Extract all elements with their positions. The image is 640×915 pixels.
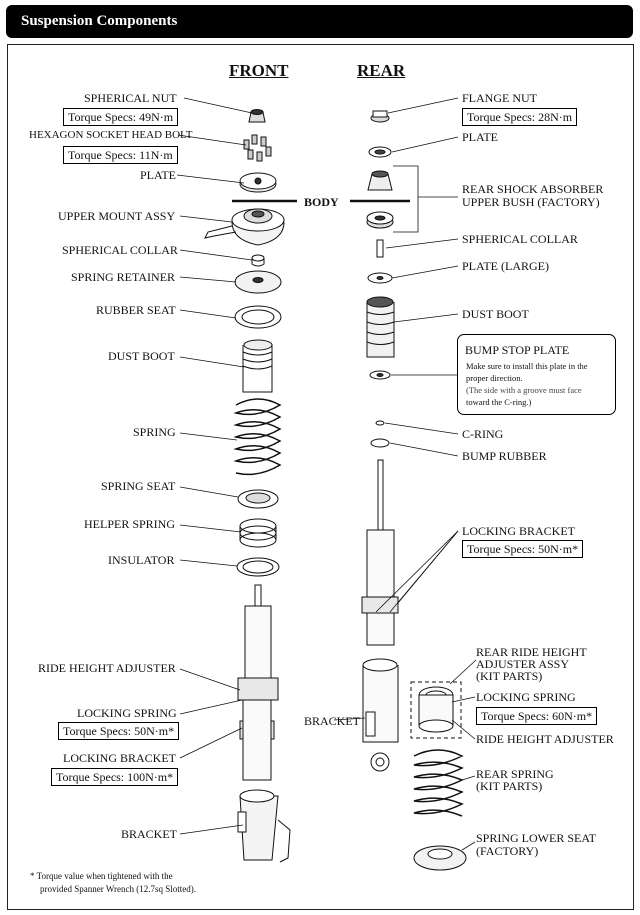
rear-dust-boot-part [366, 296, 395, 358]
flange-nut-part [370, 110, 390, 123]
c-ring-part [375, 420, 385, 426]
front-heading: FRONT [229, 61, 289, 80]
front-locking-spring-torque: Torque Specs: 50N·m* [58, 722, 180, 740]
bump-stop-note-line3: (The side with a groove must face [466, 385, 582, 395]
front-spherical-nut-torque: Torque Specs: 49N·m [63, 108, 179, 126]
bump-stop-note-line2: proper direction. [466, 373, 523, 383]
rear-heading: REAR [357, 61, 406, 80]
rear-ride-height-assy-label-2: ADJUSTER ASSY [476, 657, 570, 671]
rear-upper-bush-label-1: REAR SHOCK ABSORBER [462, 182, 604, 196]
front-helper-spring-label: HELPER SPRING [84, 517, 176, 531]
rear-lower-seat-label-1: SPRING LOWER SEAT [476, 831, 597, 845]
front-ride-height-adjuster-label: RIDE HEIGHT ADJUSTER [38, 661, 176, 675]
insulator-part [236, 557, 280, 577]
rear-locking-spring-label: LOCKING SPRING [476, 690, 576, 704]
rear-ride-height-adjuster-label: RIDE HEIGHT ADJUSTER [476, 732, 614, 746]
rear-locking-bracket-label: LOCKING BRACKET [462, 524, 575, 538]
rear-ride-height-adjuster-part [410, 681, 462, 739]
rear-bump-rubber-label: BUMP RUBBER [462, 449, 547, 463]
rear-plate-large-label: PLATE (LARGE) [462, 259, 549, 273]
upper-bush-part [366, 170, 394, 229]
front-locking-spring-label: LOCKING SPRING [77, 706, 177, 720]
front-plate-label: PLATE [140, 168, 176, 182]
rear-bracket-part [362, 658, 399, 772]
hex-bolts-part [243, 134, 272, 162]
footnote-line1: * Torque value when tightened with the [30, 871, 173, 881]
rear-c-ring-label: C-RING [462, 427, 504, 441]
rear-spring-label-2: (KIT PARTS) [476, 779, 543, 793]
front-damper-part [237, 584, 279, 781]
front-locking-bracket-label: LOCKING BRACKET [63, 751, 176, 765]
rear-leader-lines [333, 97, 477, 851]
front-spherical-collar-part [251, 254, 265, 267]
helper-spring-part [239, 518, 277, 548]
rubber-seat-part [234, 305, 282, 329]
spring-retainer-part [234, 270, 282, 294]
front-hex-bolt-torque: Torque Specs: 11N·m [63, 146, 178, 164]
front-spherical-collar-label: SPHERICAL COLLAR [62, 243, 178, 257]
diagram-frame [7, 44, 634, 910]
spherical-nut-part [248, 109, 266, 123]
front-spring-seat-label: SPRING SEAT [101, 479, 176, 493]
footnote: * Torque value when tightened with the p… [30, 870, 196, 896]
rear-ride-height-assy-label-1: REAR RIDE HEIGHT [476, 645, 587, 659]
front-spring-part [233, 398, 282, 476]
front-spring-retainer-label: SPRING RETAINER [71, 270, 176, 284]
rear-spring-part [413, 749, 464, 817]
bump-stop-callout: BUMP STOP PLATE Make sure to install thi… [457, 334, 616, 415]
rear-plate-part [368, 146, 392, 158]
front-dust-boot-label: DUST BOOT [108, 349, 175, 363]
rear-spherical-collar-label: SPHERICAL COLLAR [462, 232, 578, 246]
upper-mount-part [204, 208, 285, 246]
rear-spring-label-1: REAR SPRING [476, 767, 554, 781]
bump-stop-note-line4: toward the C-ring.) [466, 397, 532, 407]
front-spherical-nut-label: SPHERICAL NUT [84, 91, 177, 105]
bump-stop-plate-part [369, 370, 391, 380]
front-leader-lines [176, 97, 253, 835]
front-upper-mount-label: UPPER MOUNT ASSY [58, 209, 176, 223]
rear-spherical-collar-part [376, 239, 384, 258]
rear-dust-boot-label: DUST BOOT [462, 307, 529, 321]
bump-stop-note-line1: Make sure to install this plate in the [466, 361, 588, 371]
front-bracket-part [237, 789, 291, 863]
page-title: Suspension Components [21, 13, 178, 29]
header-bar: Suspension Components [6, 5, 633, 38]
front-hex-bolt-label: HEXAGON SOCKET HEAD BOLT [29, 129, 193, 141]
front-dust-boot-part [242, 339, 273, 393]
rear-upper-bush-label-2: UPPER BUSH (FACTORY) [462, 195, 600, 209]
rear-lower-seat-label-2: (FACTORY) [476, 844, 539, 858]
rear-plate-label: PLATE [462, 130, 498, 144]
bump-rubber-part [370, 438, 390, 448]
front-locking-bracket-torque: Torque Specs: 100N·m* [51, 768, 179, 786]
rear-locking-spring-torque: Torque Specs: 60N·m* [476, 707, 598, 725]
spring-lower-seat-part [413, 845, 467, 871]
front-rubber-seat-label: RUBBER SEAT [96, 303, 176, 317]
body-label: BODY [304, 195, 339, 209]
front-insulator-label: INSULATOR [108, 553, 175, 567]
rear-flange-nut-label: FLANGE NUT [462, 91, 537, 105]
rear-damper-part [361, 459, 399, 646]
bump-stop-note: Make sure to install this plate in the p… [466, 360, 588, 408]
spring-seat-part [237, 489, 279, 509]
footnote-line2: provided Spanner Wrench (12.7sq Slotted)… [40, 884, 196, 894]
front-spring-label: SPRING [133, 425, 176, 439]
plate-large-part [367, 272, 393, 284]
rear-locking-bracket-torque: Torque Specs: 50N·m* [462, 540, 584, 558]
rear-bracket-label: BRACKET [304, 714, 361, 728]
bump-stop-title: BUMP STOP PLATE [465, 343, 570, 357]
front-bracket-label: BRACKET [121, 827, 178, 841]
rear-flange-nut-torque: Torque Specs: 28N·m [462, 108, 578, 126]
rear-ride-height-assy-label-3: (KIT PARTS) [476, 669, 543, 683]
front-plate-part [239, 172, 277, 193]
